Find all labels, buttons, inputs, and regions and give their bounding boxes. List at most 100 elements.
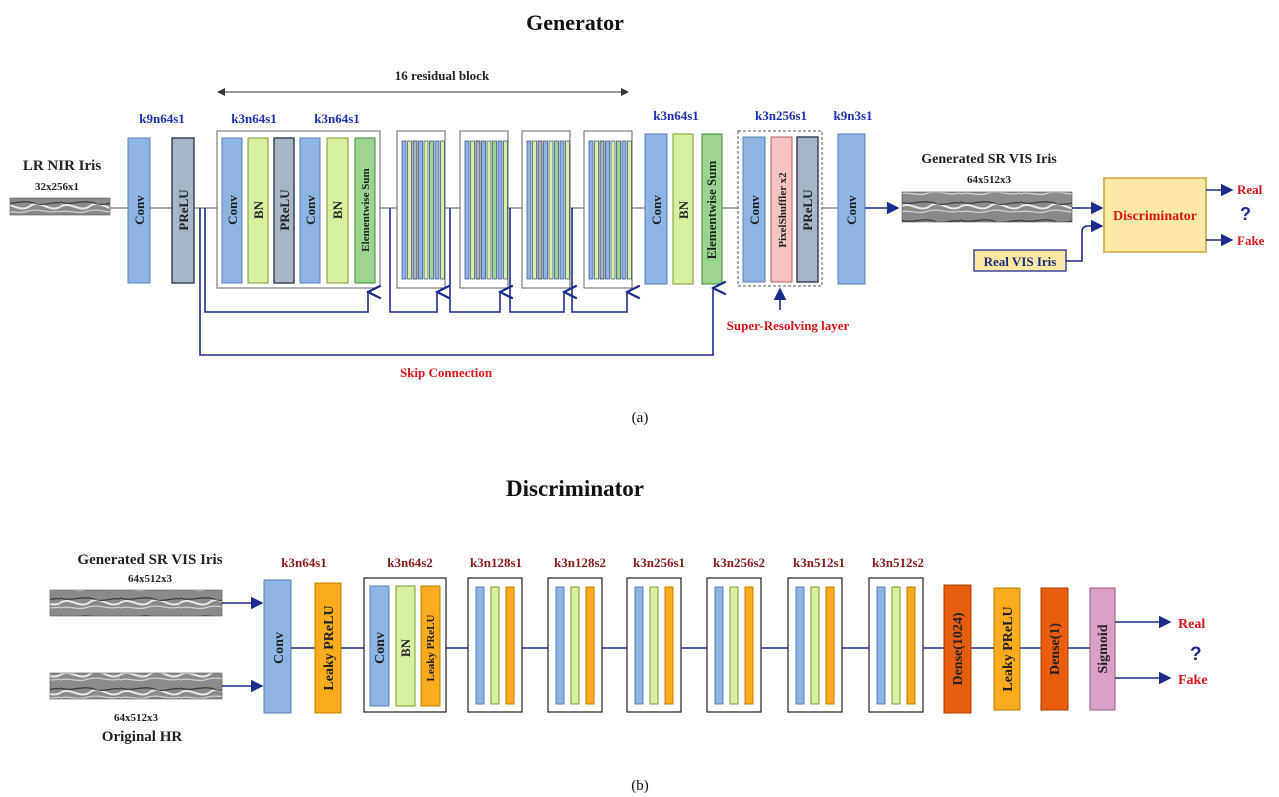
generator-title: Generator [526,10,624,35]
disc-k-label-8: k3n512s2 [872,555,924,570]
disc-real-label: Real [1178,617,1205,632]
disc-sigmoid-text: Sigmoid [1096,624,1111,673]
residual-skip-path-2 [389,208,437,313]
residual-skip-path-5 [571,208,627,313]
disc-compact-stripe [891,586,901,705]
compact-block-stripe [599,140,605,280]
gen-conv-text-3: Conv [747,195,762,225]
disc-block-leaky-text: Leaky PReLU [425,614,437,681]
disc-leaky-prelu-text: Leaky PReLU [322,605,337,690]
gen-k-label-2: k3n64s1 [231,111,277,126]
gen-prelu-block-1 [171,137,195,284]
res-bn-block-b [326,137,349,284]
gen-output-size: 64x512x3 [967,174,1012,186]
compact-block-stripe [497,140,503,280]
disc-compact-stripe [664,586,674,705]
disc-dense1024-block [943,584,972,714]
residual-skip-path-4 [509,208,564,313]
compact-block-stripe [434,140,440,280]
compact-block-stripe [605,140,610,280]
disc-conv-text: Conv [272,632,287,664]
residual-label: 16 residual block [395,68,490,83]
res-conv-block-b [299,137,321,284]
disc-k-label-7: k3n512s1 [793,555,845,570]
disc-compact-stripe [906,586,916,705]
disc-compact-stripe [810,586,820,705]
compact-block-stripe [412,140,418,280]
disc-input2-label: Original HR [102,729,183,745]
disc-input2-image [49,672,223,700]
disc-compact-stripe [876,586,886,705]
disc-compact-stripe [570,586,580,705]
compact-block-stripe [470,140,475,280]
compact-block-stripe [554,140,559,280]
disc-input1-label: Generated SR VIS Iris [77,552,222,568]
gen-k-label-1: k9n64s1 [139,111,185,126]
gen-k-label-3: k3n64s1 [314,111,360,126]
residual-skip-path-1 [204,208,368,313]
discriminator-title: Discriminator [506,476,644,501]
res-conv-block-a [221,137,243,284]
compact-block-stripe [440,140,445,280]
gen-prelu-text-2: PReLU [800,189,815,231]
super-resolving-label: Super-Resolving layer [727,318,850,333]
real-vis-iris-label: Real VIS Iris [984,254,1057,269]
gen-output-label: Generated SR VIS Iris [921,152,1057,167]
compact-block-stripe [429,140,434,280]
disc-conv-block [263,579,292,714]
gen-real-label: Real [1237,182,1263,197]
caption-a: (a) [632,410,649,426]
skip-connection-label: Skip Connection [400,365,493,380]
gen-conv-block-3 [742,136,766,283]
compact-block-stripe [407,140,412,280]
gen-prelu-block-2 [796,136,819,283]
gen-pixelshuffler-text: PixelShuffler x2 [777,172,789,248]
disc-compact-stripe [795,586,805,705]
disc-fake-label: Fake [1178,673,1208,688]
residual-block-detailed [216,130,381,289]
res-conv-text-b: Conv [303,195,318,225]
disc-compact-stripe [634,586,644,705]
compact-block-stripe [627,140,632,280]
gen-bn-block [672,133,694,285]
disc-compact-stripe [714,586,724,705]
disc-k-label-3: k3n128s1 [470,555,522,570]
disc-k-label-2: k3n64s2 [387,555,433,570]
long-skip-connection [199,208,713,356]
disc-k-label-4: k3n128s2 [554,555,606,570]
compact-block-stripe [486,140,492,280]
disc-compact-stripe [744,586,754,705]
res-prelu-text: PReLU [277,189,292,231]
gen-k-label-4: k3n64s1 [653,108,699,123]
disc-dense1-text: Dense(1) [1048,623,1063,675]
compact-block-stripe [423,140,429,280]
gen-esum-text: Elementwise Sum [704,161,719,260]
disc-compact-stripe [729,586,739,705]
compact-block-stripe [543,140,548,280]
res-bn-text-b: BN [330,200,345,219]
compact-block-stripe [464,140,470,280]
compact-block-stripe [503,140,508,280]
res-bn-block-a [247,137,269,284]
disc-block-bn-text: BN [398,638,413,657]
discriminator-box [1103,177,1207,253]
compact-block-stripe [559,140,565,280]
compact-block-stripe [481,140,486,280]
disc-block-conv [369,585,390,707]
gen-prelu-text-1: PReLU [176,189,191,231]
disc-compact-stripe [585,586,595,705]
residual-skip-path-3 [449,208,500,313]
generated-sr-iris-image [901,191,1073,223]
compact-block-stripe [475,140,481,280]
gen-question-mark: ? [1240,204,1251,224]
disc-leaky-prelu-block-2 [993,587,1021,711]
compact-block-stripe [418,140,423,280]
res-esum-block [354,137,376,284]
disc-sigmoid-block [1089,587,1116,711]
gen-conv-block-4 [837,133,866,285]
gen-fake-label: Fake [1237,233,1265,248]
disc-compact-stripe [475,586,485,705]
disc-question-mark: ? [1190,644,1202,665]
disc-compact-stripe [649,586,659,705]
